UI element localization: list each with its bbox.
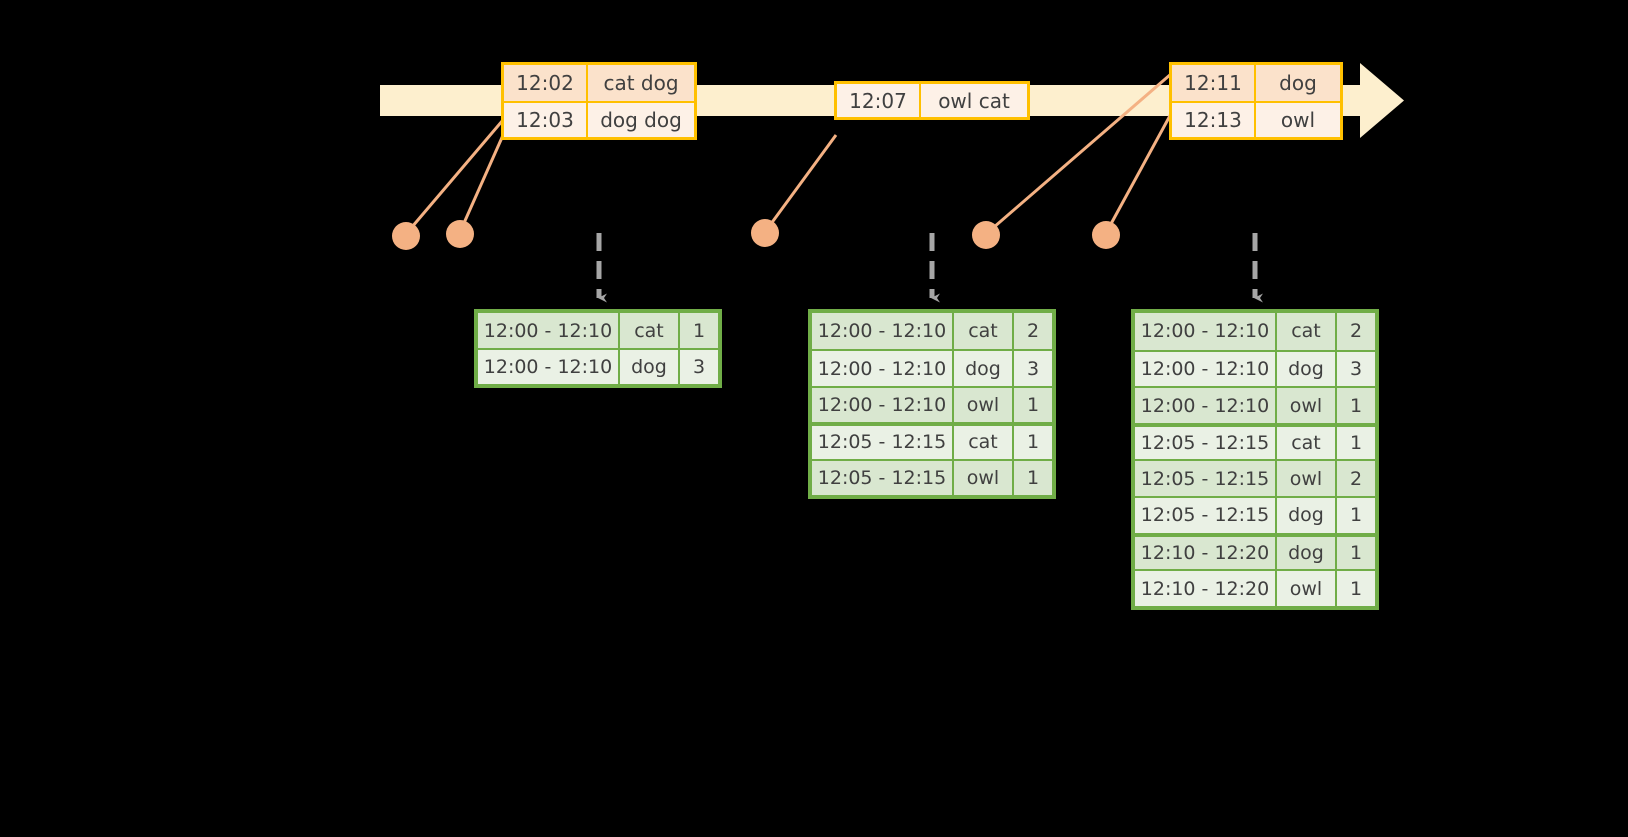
table-row[interactable]: 12:05 - 12:15 owl 2	[1135, 459, 1375, 497]
cell-window: 12:00 - 12:10	[478, 350, 620, 384]
event-row[interactable]: 12:07 owl cat	[837, 84, 1027, 117]
event-time: 12:02	[504, 65, 588, 101]
table-row[interactable]: 12:00 - 12:10 cat 2	[812, 313, 1052, 350]
cell-word: dog	[1277, 536, 1337, 570]
event-words: dog	[1256, 65, 1340, 101]
event-dot-12-11	[972, 221, 1000, 249]
table-row[interactable]: 12:00 - 12:10 cat 2	[1135, 313, 1375, 350]
result-table-2[interactable]: 12:00 - 12:10 cat 2 12:00 - 12:10 dog 3 …	[808, 309, 1056, 499]
table-row[interactable]: 12:00 - 12:10 cat 1	[478, 313, 718, 349]
table-row[interactable]: 12:00 - 12:10 dog 3	[478, 348, 718, 384]
table-row[interactable]: 12:00 - 12:10 owl 1	[1135, 386, 1375, 423]
table-row[interactable]: 12:05 - 12:15 cat 1	[1135, 422, 1375, 460]
cell-window: 12:05 - 12:15	[1135, 461, 1277, 497]
event-time: 12:07	[837, 84, 921, 117]
event-row[interactable]: 12:02 cat dog	[504, 65, 694, 101]
table-row[interactable]: 12:05 - 12:15 dog 1	[1135, 496, 1375, 533]
cell-count: 1	[1014, 426, 1052, 459]
cell-count: 1	[1337, 571, 1375, 607]
cell-word: owl	[1277, 388, 1337, 423]
event-box-group-3[interactable]: 12:11 dog 12:13 owl	[1169, 62, 1343, 140]
table-row[interactable]: 12:05 - 12:15 owl 1	[812, 458, 1052, 496]
cell-word: dog	[1277, 498, 1337, 533]
cell-window: 12:05 - 12:15	[1135, 426, 1277, 460]
cell-word: owl	[1277, 571, 1337, 607]
cell-count: 1	[1337, 388, 1375, 423]
cell-word: owl	[954, 460, 1014, 496]
cell-count: 3	[1014, 351, 1052, 386]
cell-count: 3	[680, 350, 718, 384]
event-row[interactable]: 12:11 dog	[1172, 65, 1340, 101]
cell-count: 1	[1014, 387, 1052, 423]
event-dot-12-07	[751, 219, 779, 247]
cell-count: 2	[1014, 313, 1052, 350]
cell-window: 12:00 - 12:10	[1135, 388, 1277, 423]
cell-window: 12:00 - 12:10	[812, 313, 954, 350]
cell-count: 1	[680, 313, 718, 349]
cell-window: 12:00 - 12:10	[1135, 351, 1277, 387]
cell-word: cat	[954, 426, 1014, 459]
cell-word: cat	[1277, 313, 1337, 350]
event-dots	[392, 219, 1120, 250]
cell-window: 12:00 - 12:10	[478, 313, 620, 349]
event-dot-12-13	[1092, 221, 1120, 249]
cell-word: cat	[1277, 426, 1337, 460]
result-table-1[interactable]: 12:00 - 12:10 cat 1 12:00 - 12:10 dog 3	[474, 309, 722, 388]
event-time: 12:13	[1172, 102, 1256, 137]
cell-count: 1	[1337, 536, 1375, 570]
event-box-group-2[interactable]: 12:07 owl cat	[834, 81, 1030, 120]
cell-window: 12:05 - 12:15	[812, 460, 954, 496]
cell-window: 12:10 - 12:20	[1135, 536, 1277, 570]
event-dot-12-03	[446, 220, 474, 248]
cell-window: 12:00 - 12:10	[1135, 313, 1277, 350]
connector-12-03	[458, 132, 506, 233]
cell-count: 1	[1014, 460, 1052, 496]
cell-word: owl	[1277, 461, 1337, 497]
event-words: owl cat	[921, 84, 1027, 117]
cell-count: 3	[1337, 351, 1375, 387]
table-row[interactable]: 12:10 - 12:20 dog 1	[1135, 532, 1375, 570]
table-row[interactable]: 12:10 - 12:20 owl 1	[1135, 569, 1375, 607]
cell-count: 2	[1337, 313, 1375, 350]
cell-count: 1	[1337, 498, 1375, 533]
event-words: cat dog	[588, 65, 694, 101]
event-row[interactable]: 12:13 owl	[1172, 100, 1340, 137]
event-time: 12:03	[504, 102, 588, 137]
cell-window: 12:00 - 12:10	[812, 387, 954, 423]
event-dot-12-02	[392, 222, 420, 250]
table-row[interactable]: 12:05 - 12:15 cat 1	[812, 422, 1052, 459]
connector-12-13	[1104, 111, 1174, 234]
event-time: 12:11	[1172, 65, 1256, 101]
cell-word: dog	[1277, 351, 1337, 387]
table-row[interactable]: 12:00 - 12:10 dog 3	[1135, 349, 1375, 387]
table-row[interactable]: 12:00 - 12:10 dog 3	[812, 349, 1052, 386]
cell-word: cat	[620, 313, 680, 349]
cell-window: 12:00 - 12:10	[812, 351, 954, 386]
cell-word: dog	[620, 350, 680, 384]
cell-word: cat	[954, 313, 1014, 350]
cell-count: 1	[1337, 426, 1375, 460]
event-row[interactable]: 12:03 dog dog	[504, 100, 694, 137]
table-row[interactable]: 12:00 - 12:10 owl 1	[812, 385, 1052, 423]
dashed-arrows	[596, 233, 1263, 303]
result-table-3[interactable]: 12:00 - 12:10 cat 2 12:00 - 12:10 dog 3 …	[1131, 309, 1379, 610]
connector-12-07	[763, 134, 838, 233]
cell-word: owl	[954, 387, 1014, 423]
cell-window: 12:05 - 12:15	[812, 426, 954, 459]
cell-window: 12:10 - 12:20	[1135, 571, 1277, 607]
event-box-group-1[interactable]: 12:02 cat dog 12:03 dog dog	[501, 62, 697, 140]
event-words: owl	[1256, 102, 1340, 137]
cell-word: dog	[954, 351, 1014, 386]
cell-count: 2	[1337, 461, 1375, 497]
event-words: dog dog	[588, 102, 694, 137]
connector-12-02	[404, 119, 505, 235]
cell-window: 12:05 - 12:15	[1135, 498, 1277, 533]
